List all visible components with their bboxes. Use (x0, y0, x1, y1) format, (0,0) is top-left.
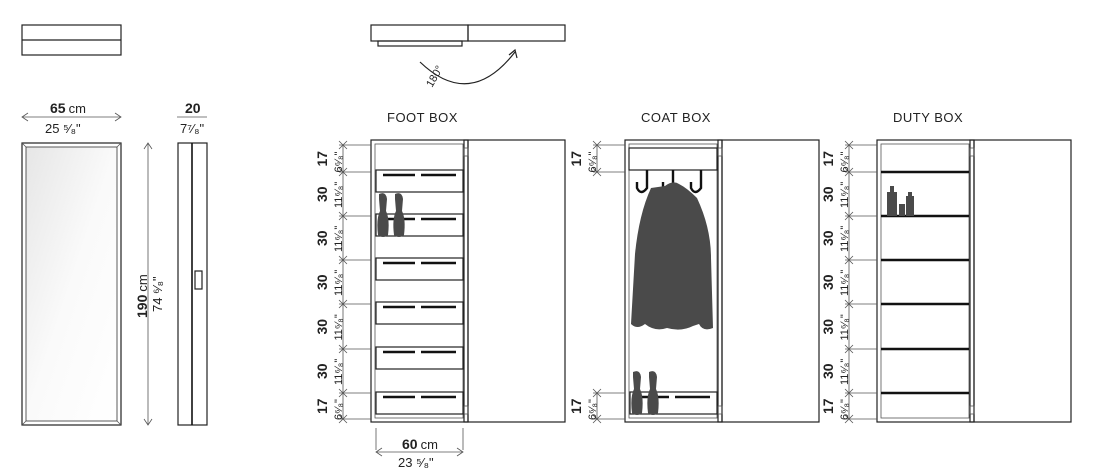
hinge (463, 147, 469, 157)
hinge-post (717, 139, 723, 423)
rotation-label: 180° (424, 64, 446, 90)
dim-in: 11⁶⁄₈" (839, 359, 851, 385)
dim-in: 6⁶⁄₈" (587, 151, 599, 172)
dim-in: 6⁶⁄₈" (333, 399, 345, 420)
drawer (629, 391, 718, 415)
dim-cm: 30 (820, 186, 836, 202)
shoe-icon (393, 193, 405, 237)
dim-cm: 30 (314, 186, 330, 202)
dim-cm: 17 (314, 398, 330, 414)
rotation-arc (419, 51, 516, 85)
dim-cm: 17 (568, 151, 584, 167)
arrow-head-icon (508, 48, 518, 59)
dim-cm: 30 (820, 274, 836, 290)
dim-cm: 30 (820, 319, 836, 335)
dim-cm: 30 (314, 230, 330, 246)
drawer (375, 169, 464, 193)
inner-width-in: 23 ⁵⁄₈" (398, 455, 434, 470)
svg-text:190cm: 190cm (134, 274, 150, 318)
drawer (375, 213, 464, 237)
coat-icon (631, 182, 713, 330)
dim-in: 11⁶⁄₈" (839, 270, 851, 296)
hinge (717, 147, 723, 157)
dim-cm: 30 (314, 319, 330, 335)
bottle-icon (906, 196, 914, 216)
drawer (375, 257, 464, 281)
dim-in: 6⁶⁄₈" (333, 151, 345, 172)
dim-cm: 17 (568, 398, 584, 414)
side-depth-cm: 20 (185, 100, 201, 116)
front-height-cm: 190 (134, 294, 150, 318)
dim-in: 11⁶⁄₈" (333, 359, 345, 385)
front-width-in: 25 ⁵⁄₈" (45, 121, 81, 136)
box-title: FOOT BOX (387, 110, 458, 125)
handle (194, 270, 203, 290)
drawer (375, 391, 464, 415)
hinge (969, 405, 975, 415)
dim-in: 6⁶⁄₈" (587, 399, 599, 420)
mirror (25, 146, 118, 422)
hinge-post (463, 139, 469, 423)
hinge (969, 147, 975, 157)
dim-cm: 17 (820, 398, 836, 414)
side-view: 20 7⁷⁄₈" (177, 100, 208, 426)
bottle-icon (887, 192, 897, 216)
box-title: DUTY BOX (893, 110, 963, 125)
dim-cm: 30 (314, 274, 330, 290)
front-height-in: 74 ⁶⁄₈" (150, 276, 165, 312)
bottle-icon (899, 204, 905, 216)
dim-in: 11⁶⁄₈" (333, 226, 345, 252)
coat-rail (628, 147, 718, 171)
dim-cm: 30 (820, 230, 836, 246)
hinge (463, 405, 469, 415)
dim-in: 11⁶⁄₈" (333, 182, 345, 208)
dim-cm: 30 (314, 363, 330, 379)
hook-icon (689, 170, 703, 194)
plan-view-closed (21, 24, 122, 56)
dim-in: 11⁶⁄₈" (839, 226, 851, 252)
front-width-cm: 65 (50, 100, 66, 116)
dim-in: 11⁶⁄₈" (839, 314, 851, 340)
dim-cm: 17 (314, 151, 330, 167)
hinge-post (969, 139, 975, 423)
dim-cm: 30 (820, 363, 836, 379)
hinge (717, 405, 723, 415)
dim-in: 11⁶⁄₈" (839, 182, 851, 208)
drawer (375, 346, 464, 370)
dim-in: 11⁶⁄₈" (333, 314, 345, 340)
shoe-icon (377, 193, 389, 237)
hook-icon (635, 170, 649, 194)
dim-in: 6⁶⁄₈" (839, 399, 851, 420)
box-title: COAT BOX (641, 110, 711, 125)
dim-in: 11⁶⁄₈" (333, 270, 345, 296)
plan-view-open: 180° (370, 24, 566, 90)
inner-width-cm: 60 (402, 436, 418, 452)
dim-in: 6⁶⁄₈" (839, 151, 851, 172)
shoe-icon (631, 371, 643, 415)
dim-cm: 17 (820, 151, 836, 167)
shoe-icon (647, 371, 659, 415)
drawer (375, 301, 464, 325)
side-depth-in: 7⁷⁄₈" (180, 121, 204, 136)
